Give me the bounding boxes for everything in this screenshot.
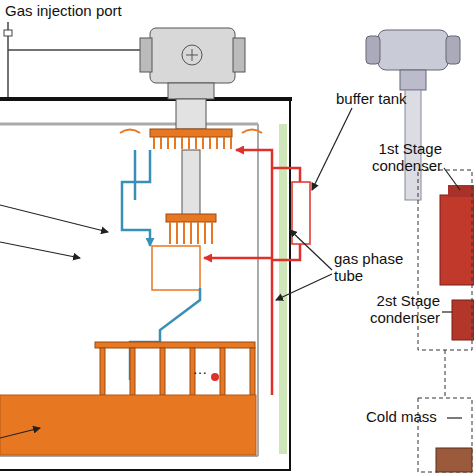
fin — [211, 222, 213, 244]
fin — [216, 137, 218, 149]
part-label: buffer tank — [336, 90, 436, 107]
fin — [230, 137, 232, 149]
fin — [169, 222, 171, 244]
fin — [190, 222, 192, 244]
support-leg — [100, 348, 105, 395]
fin — [176, 222, 178, 244]
support-leg — [130, 348, 135, 395]
fin — [204, 222, 206, 244]
support-leg — [250, 348, 255, 395]
part-label: 2st Stage condenser — [352, 292, 440, 326]
port-label: Gas injection port — [5, 2, 205, 19]
fin — [153, 137, 155, 149]
fin — [167, 137, 169, 149]
part-label: 1st Stage condenser — [354, 140, 442, 174]
fin — [195, 137, 197, 149]
support-leg — [220, 348, 225, 395]
support-leg — [160, 348, 165, 395]
fin — [183, 222, 185, 244]
fin — [174, 137, 176, 149]
fin — [181, 137, 183, 149]
fin — [209, 137, 211, 149]
part-label: Cold mass — [366, 408, 446, 425]
fin — [223, 137, 225, 149]
ellipsis-label: … — [188, 360, 212, 377]
part-label: gas phase tube — [334, 250, 410, 284]
fin — [160, 137, 162, 149]
fin — [188, 137, 190, 149]
fin — [197, 222, 199, 244]
fin — [202, 137, 204, 149]
